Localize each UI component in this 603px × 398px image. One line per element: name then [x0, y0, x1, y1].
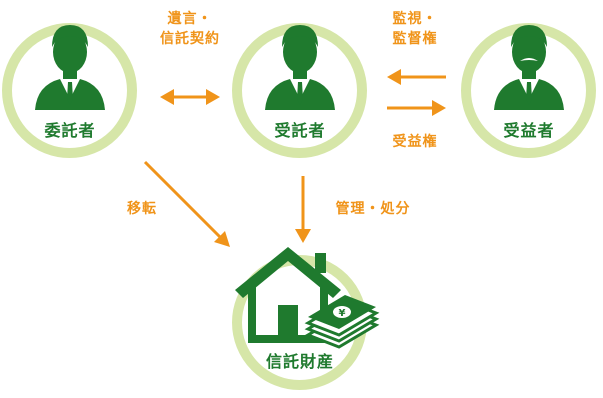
supervision-line2: 監督権: [392, 31, 438, 47]
money-stack-icon: ¥: [304, 295, 380, 349]
beneficiary-label: 受益者: [503, 121, 555, 140]
management-arrow: [295, 176, 311, 243]
supervision-label: 監視・ 監督権: [370, 9, 460, 49]
supervision-arrow: [387, 69, 446, 85]
will-contract-line2: 信託契約: [160, 31, 220, 47]
management-label: 管理・処分: [335, 201, 411, 217]
transfer-label: 移転: [127, 201, 157, 217]
beneficial-right-label: 受益権: [392, 134, 438, 150]
beneficial-right-arrow: [387, 100, 446, 116]
svg-text:¥: ¥: [339, 308, 346, 319]
trust-property-label: 信託財産: [265, 352, 334, 371]
entrustor-person-icon: [35, 25, 105, 110]
house-icon: ¥: [235, 247, 380, 349]
trustee-person-icon: [265, 25, 335, 110]
beneficiary-person-icon: [494, 25, 564, 110]
will-contract-line1: 遺言・: [167, 11, 213, 27]
will-contract-double-arrow: [160, 89, 220, 105]
entrustor-label: 委託者: [44, 121, 96, 140]
will-contract-label: 遺言・ 信託契約: [140, 9, 240, 49]
supervision-line1: 監視・: [392, 11, 438, 27]
trustee-label: 受託者: [274, 121, 326, 140]
transfer-arrow: [143, 160, 230, 247]
